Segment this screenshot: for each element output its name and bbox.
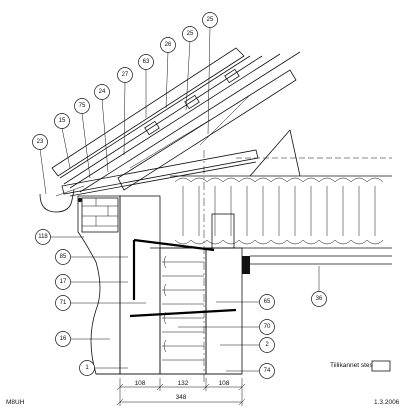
svg-text:70: 70: [264, 324, 271, 330]
legend-swatch: [371, 360, 391, 372]
legend: Tiilikannet stes: [330, 360, 391, 372]
gutter-bracket: [55, 185, 85, 197]
svg-text:16: 16: [60, 336, 67, 342]
callout-65: 65: [259, 294, 275, 310]
drawing-code: M8UH: [6, 399, 25, 406]
svg-text:27: 27: [122, 72, 129, 78]
callout-75: 75: [74, 98, 90, 114]
legend-label: Tiilikannet stes: [330, 362, 373, 369]
callout-27: 27: [117, 67, 133, 83]
roof-structure: [51, 47, 301, 197]
rafter-diagonal-1: [129, 119, 211, 169]
roof-line-3: [69, 53, 281, 189]
gutter: [39, 189, 75, 213]
callout-74: 74: [259, 363, 275, 379]
batten-2: [184, 94, 200, 110]
roof-line-2: [63, 55, 263, 185]
callout-25a: 25: [202, 12, 218, 28]
drawing-date: 1.3.2006: [374, 399, 400, 406]
callout-118: 118: [35, 229, 51, 245]
dimension-total: 348: [176, 394, 187, 401]
svg-text:75: 75: [79, 103, 86, 109]
outer-brick-leaf: [77, 195, 121, 375]
batten-1: [144, 120, 160, 136]
rafter: [117, 69, 297, 191]
leader-lines: [39, 26, 320, 372]
svg-text:26: 26: [165, 42, 172, 48]
svg-text:118: 118: [38, 234, 48, 240]
roof-line-4: [79, 51, 301, 193]
callout-16: 16: [55, 331, 71, 347]
callout-26: 26: [160, 37, 176, 53]
svg-text:63: 63: [143, 59, 150, 65]
callout-15: 15: [54, 113, 70, 129]
svg-text:71: 71: [60, 300, 67, 306]
svg-text:2: 2: [265, 342, 269, 348]
callout-2: 2: [259, 337, 275, 353]
callout-71: 71: [55, 295, 71, 311]
batten-3: [224, 68, 240, 84]
dimension-108-left: 108: [135, 380, 146, 387]
callout-36: 36: [311, 291, 327, 307]
plate-lintel: [242, 256, 250, 274]
roof-tiles: [51, 47, 245, 177]
svg-text:65: 65: [264, 299, 271, 305]
ceiling-insulation: [150, 129, 392, 249]
callout-25b: 25: [182, 26, 198, 42]
eaves-board: [61, 149, 259, 195]
svg-text:24: 24: [99, 89, 106, 95]
svg-text:17: 17: [60, 279, 67, 285]
callout-17: 17: [55, 274, 71, 290]
svg-text:74: 74: [264, 368, 271, 374]
dimension-132: 132: [178, 380, 189, 387]
svg-text:1: 1: [85, 365, 89, 371]
ceiling-board: [69, 161, 257, 197]
dimension-chain: 108 132 108 348: [116, 378, 246, 406]
callout-70: 70: [259, 319, 275, 335]
callout-63: 63: [138, 54, 154, 70]
svg-text:15: 15: [59, 118, 66, 124]
rafter-diagonal-2: [199, 94, 251, 146]
svg-text:36: 36: [316, 296, 323, 302]
dimension-108-right: 108: [219, 380, 230, 387]
wall-plate: [211, 213, 235, 249]
wall-tie: [129, 308, 237, 318]
inner-insulation-block: [119, 195, 161, 375]
roof-line-1: [59, 55, 251, 179]
outer-brick-courses: [81, 197, 119, 233]
callout-24: 24: [94, 84, 110, 100]
gutter-bead: [77, 197, 83, 203]
svg-text:25: 25: [207, 17, 214, 23]
svg-text:25: 25: [187, 31, 194, 37]
callout-85: 85: [55, 249, 71, 265]
callout-23: 23: [32, 134, 48, 150]
svg-text:85: 85: [60, 254, 67, 260]
masonry-wall: [77, 150, 392, 385]
svg-text:23: 23: [37, 139, 44, 145]
callout-1: 1: [79, 360, 95, 376]
